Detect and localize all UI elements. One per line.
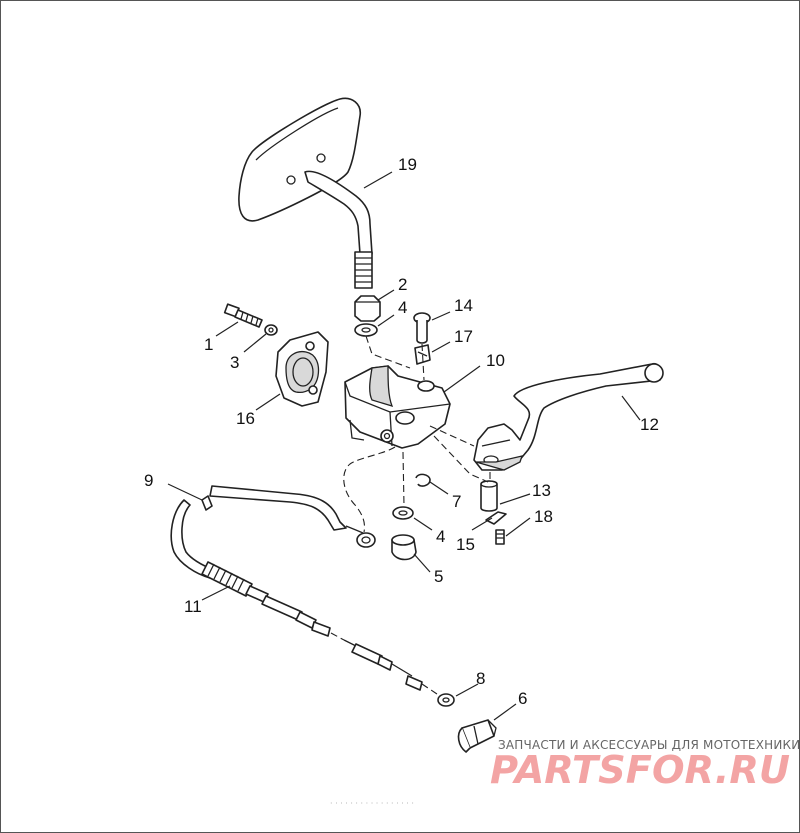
lever-key <box>485 511 507 525</box>
callout-4-upper: 4 <box>398 298 407 317</box>
acorn-nut-upper <box>354 295 381 322</box>
callout-11: 11 <box>184 597 202 616</box>
callout-9: 9 <box>144 471 153 490</box>
callout-13: 13 <box>532 481 551 500</box>
callout-labels: 19 2 4 14 17 1 3 10 16 12 9 7 13 18 4 15… <box>144 155 659 708</box>
watermark: ЗАПЧАСТИ И АКСЕССУАРЫ ДЛЯ МОТОТЕХНИКИ PA… <box>330 738 800 808</box>
acorn-nut-lower <box>391 534 417 561</box>
pivot-bushing <box>414 344 431 365</box>
assembly-lines <box>330 335 491 697</box>
retaining-ring <box>415 473 431 487</box>
clutch-lever <box>473 362 664 471</box>
callout-6: 6 <box>518 689 527 708</box>
callout-5: 5 <box>434 567 443 586</box>
callout-7: 7 <box>452 492 461 511</box>
callout-15: 15 <box>456 535 475 554</box>
cable-washer <box>437 693 455 707</box>
leader-lines <box>167 171 641 721</box>
watermark-caption: ЗАПЧАСТИ И АКСЕССУАРЫ ДЛЯ МОТОТЕХНИКИ <box>498 738 800 752</box>
screw <box>223 303 263 328</box>
callout-1: 1 <box>204 335 213 354</box>
watermark-faint-text: · · · · · · · · · · · · · · · · · <box>330 799 414 808</box>
callout-19: 19 <box>398 155 417 174</box>
callout-14: 14 <box>454 296 473 315</box>
lock-washer-upper <box>354 323 378 337</box>
clutch-cable <box>170 499 423 691</box>
watermark-logo: PARTSFOR.RU <box>490 748 790 792</box>
callout-10: 10 <box>486 351 505 370</box>
interlock-wire <box>201 485 376 548</box>
callout-2: 2 <box>398 275 407 294</box>
pivot-pin <box>413 312 431 344</box>
lever-bracket-housing <box>344 365 451 449</box>
callout-4-lower: 4 <box>436 527 445 546</box>
callout-3: 3 <box>230 353 239 372</box>
set-screw <box>495 529 505 545</box>
washer <box>264 324 278 336</box>
lock-washer-lower <box>392 506 414 520</box>
callout-12: 12 <box>640 415 659 434</box>
handlebar-clamp <box>275 331 329 407</box>
callout-8: 8 <box>476 669 485 688</box>
callout-16: 16 <box>236 409 255 428</box>
lever-bushing <box>480 480 498 512</box>
cable-clip <box>457 719 497 753</box>
mirror-assembly <box>238 97 373 289</box>
callout-18: 18 <box>534 507 553 526</box>
callout-17: 17 <box>454 327 473 346</box>
